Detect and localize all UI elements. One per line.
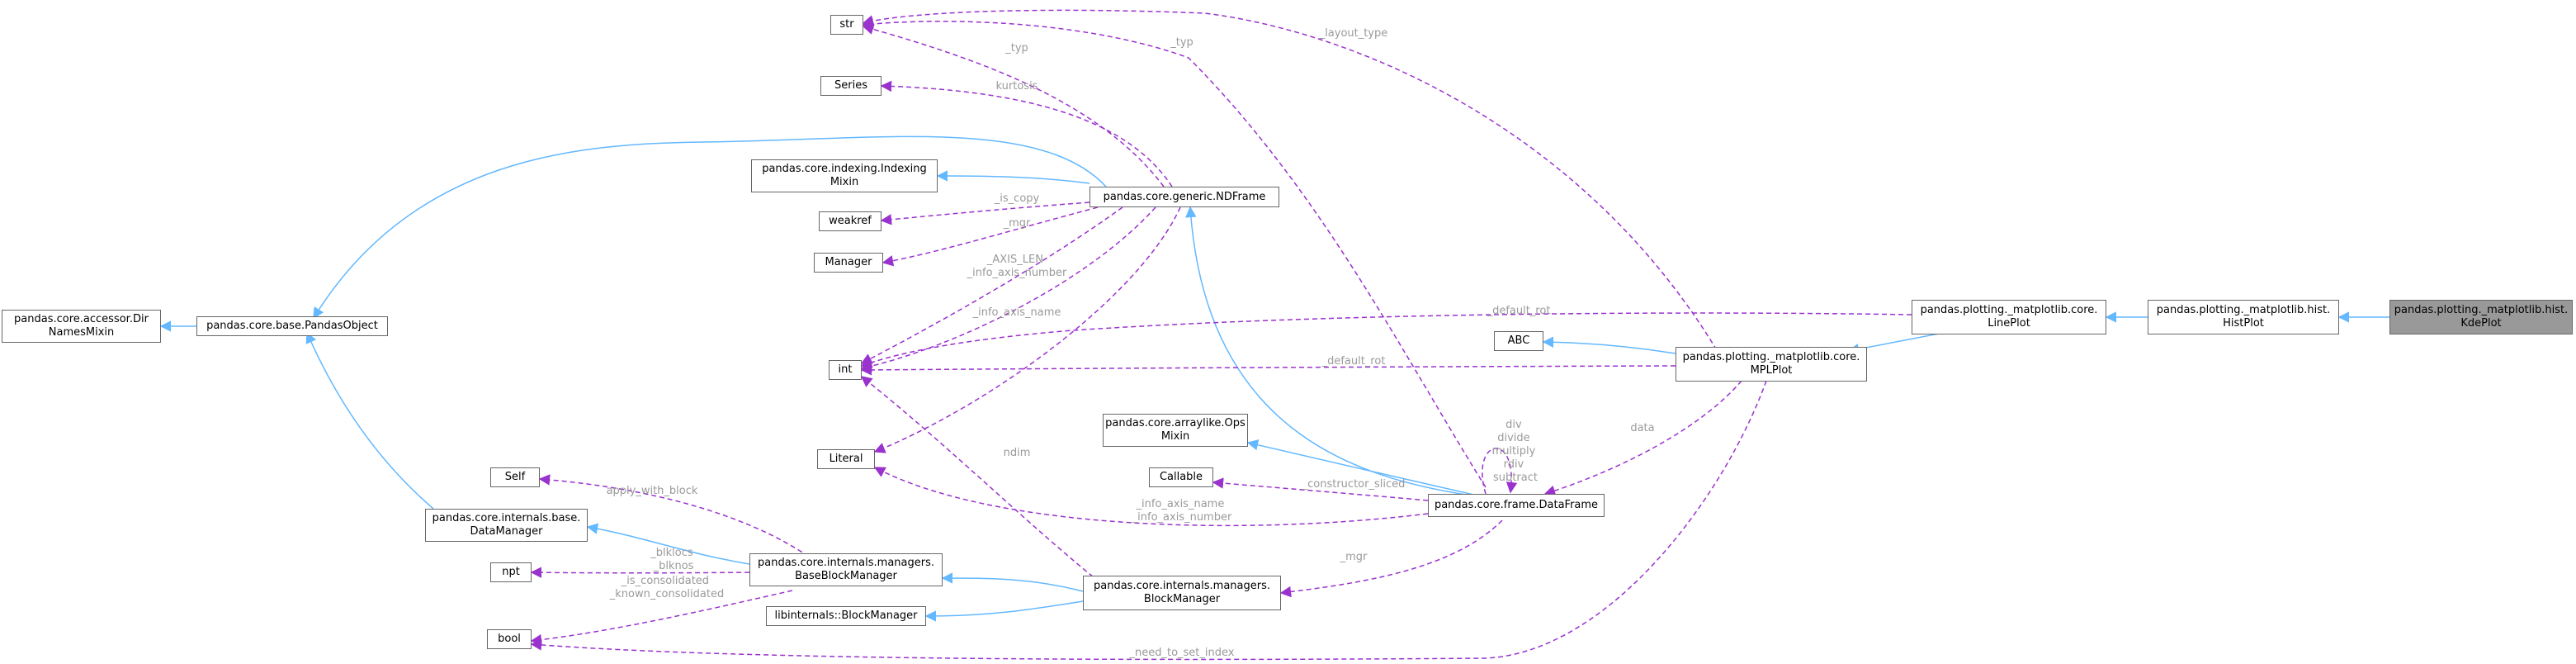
edge-dataframe-mgr-to-blockmanager [1279,519,1503,598]
node-bool[interactable]: bool [487,629,532,649]
node-npt[interactable]: npt [490,562,532,582]
label-typ-left: _typ [1004,42,1028,55]
node-str[interactable]: str [830,15,863,35]
edge-basebm-blklocs-to-npt [530,567,750,578]
label-is-copy: _is_copy [994,192,1040,205]
label-kurtosis: kurtosis [996,80,1038,92]
label-blklocs: _blklocs _blknos [650,547,697,572]
node-self[interactable]: Self [490,467,540,487]
edge-ndframe-info-axis-name-to-int [860,206,1156,372]
edge-lineplot-default-rot-to-int [860,312,1912,368]
label-typ-right: _typ [1170,36,1193,49]
edge-blockmanager-to-libinternals [924,600,1084,622]
node-abc[interactable]: ABC [1494,331,1543,351]
node-base-block-manager[interactable]: pandas.core.internals.managers.BaseBlock… [749,553,943,586]
edge-basebm-to-datamanager [586,523,750,565]
label-df-self-ops: div divide multiply rdiv subtract [1492,419,1539,484]
edge-ndframe-is-copy-to-weakref [880,202,1090,225]
label-is-consolidated: _is_consolidated _known_consolidated [609,575,724,600]
node-line-plot[interactable]: pandas.plotting._matplotlib.core.LinePlo… [1912,300,2106,334]
node-int[interactable]: int [829,360,862,380]
node-libinternals-block-manager[interactable]: libinternals::BlockManager [766,606,926,626]
node-pandas-object[interactable]: pandas.core.base.PandasObject [196,316,388,336]
edge-mpl-default-rot-to-int [860,364,1676,376]
node-kde-plot[interactable]: pandas.plotting._matplotlib.hist.KdePlot [2389,300,2573,334]
edge-dataframe-constructor-sliced-to-callable [1212,477,1429,501]
label-default-rot-mid: _default_rot [1321,355,1386,368]
edge-mpl-data-to-dataframe [1543,380,1742,496]
label-info-axis-pair: _info_axis_name _info_axis_number [1132,498,1232,524]
node-mpl-plot[interactable]: pandas.plotting._matplotlib.core.MPLPlot [1676,347,1867,382]
label-info-axis-name: _info_axis_name [972,306,1061,319]
edge-blockmanager-to-basebm [941,572,1084,592]
edge-datamanager-to-pandasobject [305,331,434,510]
node-manager[interactable]: Manager [814,253,883,273]
edge-ndframe-to-indexing [936,170,1090,184]
edge-dataframe-info-axis-to-literal [873,467,1429,527]
node-callable[interactable]: Callable [1149,467,1213,487]
edge-dataframe-self-ops [1482,448,1518,495]
node-hist-plot[interactable]: pandas.plotting._matplotlib.hist.HistPlo… [2148,300,2339,334]
label-axis-len: _AXIS_LEN _info_axis_number [967,254,1067,279]
node-literal[interactable]: Literal [817,449,875,469]
edge-ndframe-typ-to-str [862,23,1165,187]
edge-mpl-layout-type-to-str [862,9,1718,351]
edge-ndframe-to-literal [873,206,1181,453]
label-mgr-ndframe: _mgr [1003,217,1031,230]
node-block-manager[interactable]: pandas.core.internals.managers.BlockMana… [1083,576,1281,610]
node-data-manager[interactable]: pandas.core.internals.base.DataManager [425,509,588,542]
edge-mpl-need-to-set-index-to-bool [530,380,1767,661]
edge-basebm-is-consolidated-to-bool [530,590,793,646]
label-apply-with-block: apply_with_block [607,485,698,497]
node-ndframe[interactable]: pandas.core.generic.NDFrame [1089,187,1279,207]
edge-ndframe-mgr-to-manager [882,206,1099,267]
edge-mpl-to-abc [1542,336,1676,354]
label-mgr-df: _mgr [1340,551,1368,563]
node-series[interactable]: Series [820,76,882,96]
label-constructor-sliced: _constructor_sliced [1302,478,1406,491]
node-weakref[interactable]: weakref [819,211,882,231]
label-data: data [1630,422,1654,434]
label-need-to-set-index: _need_to_set_index [1129,647,1235,659]
node-dataframe[interactable]: pandas.core.frame.DataFrame [1428,494,1605,517]
edge-dataframe-typ-to-str [862,18,1487,488]
edge-ndframe-kurtosis-to-series [880,80,1173,187]
label-default-rot-top: _default_rot [1487,305,1551,317]
edge-dataframe-to-ndframe [1185,206,1478,497]
label-ndim: ndim [1004,447,1031,459]
edge-ndframe-to-pandasobject [313,135,1107,320]
edge-ndframe-axis-len-to-int [860,206,1123,364]
label-layout-type: _layout_type [1319,27,1388,40]
edge-dataframe-to-opsmixin [1246,439,1478,496]
edge-basebm-apply-with-block-to-self [538,474,810,557]
